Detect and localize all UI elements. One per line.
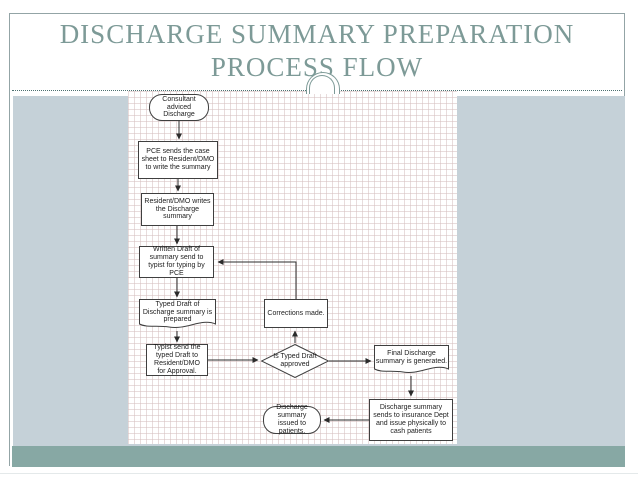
flow-node-resident-writes-summary: Resident/DMO writes the Discharge summar… [141,193,214,226]
flow-node-label: Resident/DMO writes the Discharge summar… [144,197,211,221]
flow-node-summary-issued-to-patients: Discharge summary issued to patients. [263,404,321,435]
flowchart-connectors [174,121,414,423]
flow-node-label: PCE sends the case sheet to Resident/DMO… [141,148,215,171]
flow-node-label: Is Typed Draft approved [273,353,317,368]
flowchart-canvas: Consultant adviced Discharge PCE sends t… [128,91,457,444]
slide: DISCHARGE SUMMARY PREPARATION PROCESS FL… [9,13,625,467]
arch-decoration [306,72,340,94]
slide-title: DISCHARGE SUMMARY PREPARATION PROCESS FL… [10,18,624,84]
document-shape [374,345,449,373]
flow-node-label: Written Draft of summary send to typist … [148,246,205,277]
page-divider-line [0,473,638,474]
flow-node-final-summary-generated: Final Discharge summary is generated. [374,345,449,376]
flow-node-corrections-made: Corrections made. [264,299,328,328]
arrow-corrections-to-written [217,259,297,299]
flow-node-typed-draft-prepared: Typed Draft of Discharge summary is prep… [139,299,216,331]
flow-node-written-draft-to-typist: Written Draft of summary send to typist … [139,246,214,278]
arch-decoration-inner [309,75,335,94]
flow-node-consultant-advised-discharge: Consultant adviced Discharge [149,94,209,121]
flow-node-label: Typist send the typed Draft to Resident/… [153,344,201,375]
flow-node-label: Corrections made. [267,309,325,317]
flow-node-label: Final Discharge summary is generated. [375,350,448,365]
flow-node-label: Discharge summary sends to insurance Dep… [373,404,449,435]
decision-diamond-shape [261,344,329,378]
flow-node-label: Discharge summary issued to patients. [276,404,308,435]
flow-node-label: Consultant adviced Discharge [162,95,196,119]
flow-node-label: Typed Draft of Discharge summary is prep… [142,300,213,324]
document-shape [139,299,216,328]
slide-title-line-1: DISCHARGE SUMMARY PREPARATION [59,19,575,49]
flow-node-summary-to-insurance: Discharge summary sends to insurance Dep… [369,399,453,441]
bottom-accent-strip [12,446,625,467]
flow-node-typist-sends-draft-approval: Typist send the typed Draft to Resident/… [146,344,208,376]
flow-node-pce-sends-case-sheet: PCE sends the case sheet to Resident/DMO… [138,141,218,179]
flow-node-decision-typed-draft-approved: Is Typed Draft approved [261,344,329,378]
